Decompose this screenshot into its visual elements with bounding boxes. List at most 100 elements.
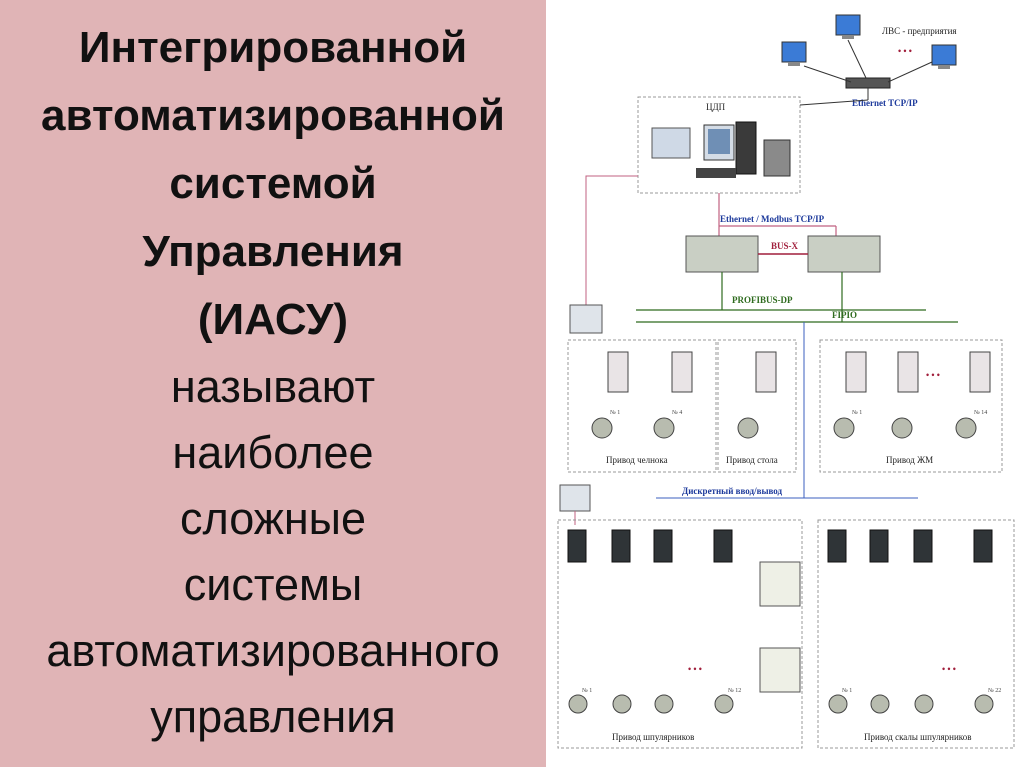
rack-contactor-4-icon xyxy=(973,529,993,563)
heading-line-3: системой xyxy=(169,159,377,208)
zhm-motor-3-label: № 14 xyxy=(974,410,987,416)
zhm-motor-3-icon xyxy=(955,417,977,439)
side-links xyxy=(559,175,638,525)
rack-dots: • • • xyxy=(942,664,956,674)
io-module-2-icon xyxy=(759,647,801,693)
discrete-io-section: Дискретный ввод/вывод xyxy=(557,322,1015,749)
lan-link-1 xyxy=(847,39,867,79)
rack-motor-4-label: № 22 xyxy=(988,688,1001,694)
cdp-frame xyxy=(637,96,801,194)
keyboard-icon xyxy=(696,168,736,178)
zhm-vfd-1-icon xyxy=(845,351,867,393)
spindle-motor-1-label: № 1 xyxy=(582,688,592,694)
lan-link-3 xyxy=(887,61,933,83)
pc-tower-icon xyxy=(735,121,757,175)
zhm-vfd-3-icon xyxy=(969,351,991,393)
zhm-drive-frame xyxy=(819,339,1003,473)
rack-motor-1-label: № 1 xyxy=(842,688,852,694)
body-line-3: сложные xyxy=(179,493,367,544)
heading-line-5: (ИАСУ) xyxy=(197,295,349,344)
iasu-network-diagram: ЛВС - предприятия • • • Ethernet TCP/IP … xyxy=(557,14,1015,749)
cdp-label: ЦДП xyxy=(706,102,726,112)
lan-dots: • • • xyxy=(898,46,912,56)
shuttle-motor-2-icon xyxy=(653,417,675,439)
plc-2-icon xyxy=(807,235,881,273)
rack-contactor-1-icon xyxy=(827,529,847,563)
spindle-contactor-2-icon xyxy=(611,529,631,563)
body-line-6: управления xyxy=(150,691,396,742)
diagram-panel: ЛВС - предприятия • • • Ethernet TCP/IP … xyxy=(546,0,1024,767)
text-panel: Интегрированной автоматизированной систе… xyxy=(0,0,546,767)
cdp-box: ЦДП xyxy=(637,96,869,194)
rack-motor-1-icon xyxy=(828,694,848,714)
shuttle-motor-1-label: № 1 xyxy=(610,410,620,416)
spindle-drive-label: Привод шпулярников xyxy=(612,732,694,742)
table-drive-label: Привод стола xyxy=(726,455,778,465)
spindle-motor-4-icon xyxy=(714,694,734,714)
local-panel-1-icon xyxy=(569,304,603,334)
shuttle-motor-2-label: № 4 xyxy=(672,410,682,416)
local-panel-2-icon xyxy=(559,484,591,512)
heading-line-2: автоматизированной xyxy=(41,91,505,140)
drive-groups: № 1 № 4 № 1 № 14 • • • Привод челнока Пр… xyxy=(567,339,1003,473)
plc-1-icon xyxy=(685,235,759,273)
rack-motor-2-icon xyxy=(870,694,890,714)
monitor-screen-icon xyxy=(708,129,730,154)
spindle-rack-drive-label: Привод скалы шпулярников xyxy=(864,732,971,742)
cdp-to-panel-link xyxy=(585,175,638,305)
spindle-contactor-1-icon xyxy=(567,529,587,563)
spindle-contactor-3-icon xyxy=(653,529,673,563)
spindle-motor-1-icon xyxy=(568,694,588,714)
profibus-label: PROFIBUS-DP xyxy=(732,295,793,305)
fipio-label: FIPIO xyxy=(832,310,857,320)
rack-contactor-3-icon xyxy=(913,529,933,563)
zhm-motor-1-label: № 1 xyxy=(852,410,862,416)
spindle-motor-3-icon xyxy=(654,694,674,714)
body-line-2: наиболее xyxy=(172,427,374,478)
io-module-1-icon xyxy=(759,561,801,607)
shuttle-drive-label: Привод челнока xyxy=(606,455,668,465)
spindle-dots: • • • xyxy=(688,664,702,674)
printer-icon xyxy=(763,139,791,177)
zhm-motor-2-icon xyxy=(891,417,913,439)
spindle-rack-drive-frame xyxy=(817,519,1015,749)
table-vfd-icon xyxy=(755,351,777,393)
shuttle-drive-frame xyxy=(567,339,717,473)
zhm-drive-label: Привод ЖМ xyxy=(886,455,933,465)
rack-motor-3-icon xyxy=(914,694,934,714)
workstation-2-icon xyxy=(781,41,807,63)
cdp-lan-link xyxy=(799,99,869,106)
shuttle-vfd-1-icon xyxy=(607,351,629,393)
ethernet-modbus-label: Ethernet / Modbus TCP/IP xyxy=(720,214,825,224)
table-motor-icon xyxy=(737,417,759,439)
workstation-3-icon xyxy=(931,44,957,66)
slide-heading: Интегрированной автоматизированной систе… xyxy=(0,14,546,750)
spindle-motor-2-icon xyxy=(612,694,632,714)
lan-link-2 xyxy=(803,65,852,83)
plc-section: Ethernet / Modbus TCP/IP BUS-X PROFIBUS-… xyxy=(636,193,958,323)
spindle-drive-frame xyxy=(557,519,803,749)
heading-line-1: Интегрированной xyxy=(78,23,468,72)
body-line-5: автоматизированного xyxy=(46,625,500,676)
body-line-4: системы xyxy=(183,559,363,610)
workstation-1-stand-icon xyxy=(842,35,854,39)
workstation-2-stand-icon xyxy=(788,62,800,66)
shuttle-vfd-2-icon xyxy=(671,351,693,393)
lan-label: ЛВС - предприятия xyxy=(882,26,957,36)
heading-line-4: Управления xyxy=(142,227,404,276)
ethernet-top-label: Ethernet TCP/IP xyxy=(852,98,918,108)
rack-contactor-2-icon xyxy=(869,529,889,563)
spindle-motor-4-label: № 12 xyxy=(728,688,741,694)
bus-x-label: BUS-X xyxy=(771,241,799,251)
body-line-1: называют xyxy=(170,361,376,412)
shuttle-motor-1-icon xyxy=(591,417,613,439)
discrete-io-label: Дискретный ввод/вывод xyxy=(682,486,783,496)
zhm-vfd-2-icon xyxy=(897,351,919,393)
operator-panel-icon xyxy=(651,127,691,159)
workstation-3-stand-icon xyxy=(938,65,950,69)
network-switch-icon xyxy=(845,77,891,89)
spindle-contactor-4-icon xyxy=(713,529,733,563)
rack-motor-4-icon xyxy=(974,694,994,714)
zhm-motor-1-icon xyxy=(833,417,855,439)
